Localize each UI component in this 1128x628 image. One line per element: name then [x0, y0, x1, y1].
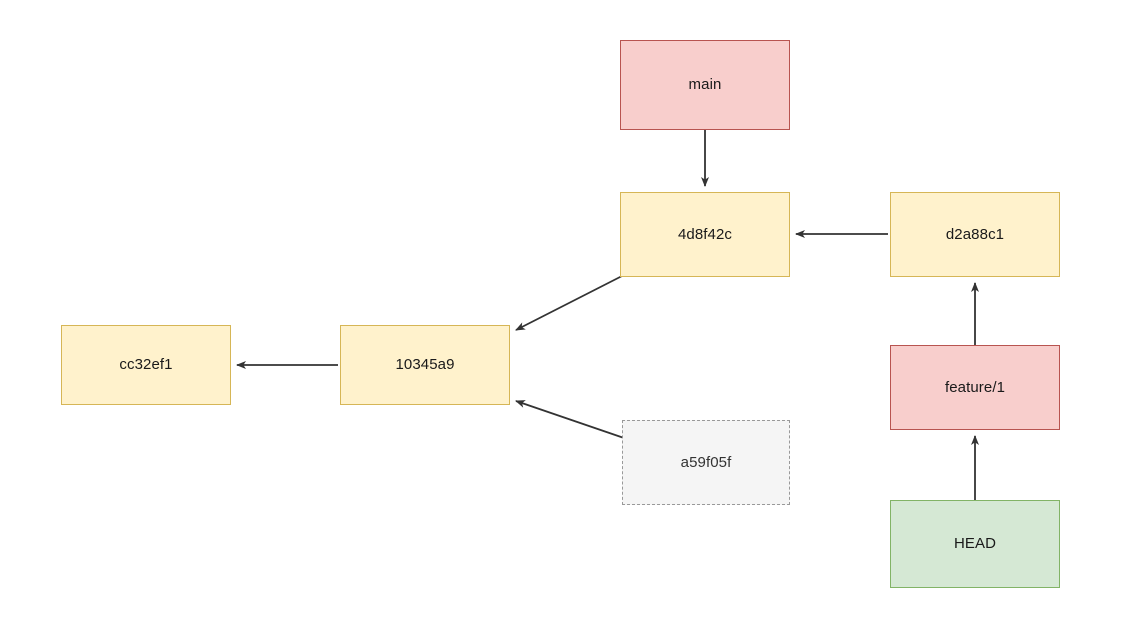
- node-main[interactable]: main: [620, 40, 790, 130]
- node-commit-10345a9-label: 10345a9: [395, 356, 455, 373]
- node-commit-10345a9[interactable]: 10345a9: [340, 325, 510, 405]
- node-head-label: HEAD: [953, 535, 997, 552]
- node-feature-1[interactable]: feature/1: [890, 345, 1060, 430]
- edge-a59f05f-to-10345a9: [515, 400, 625, 439]
- node-commit-d2a88c1-label: d2a88c1: [945, 225, 1005, 243]
- node-commit-4d8f42c-label: 4d8f42c: [677, 225, 733, 243]
- edge-4d8f42c-to-10345a9: [515, 275, 623, 331]
- node-commit-cc32ef1-label: cc32ef1: [119, 356, 173, 373]
- node-head[interactable]: HEAD: [890, 500, 1060, 588]
- node-commit-a59f05f[interactable]: a59f05f: [622, 420, 790, 505]
- node-commit-a59f05f-label: a59f05f: [680, 453, 732, 471]
- node-commit-4d8f42c[interactable]: 4d8f42c: [620, 192, 790, 277]
- node-main-label: main: [688, 76, 722, 93]
- node-commit-cc32ef1[interactable]: cc32ef1: [61, 325, 231, 405]
- node-feature-1-label: feature/1: [944, 378, 1006, 396]
- node-commit-d2a88c1[interactable]: d2a88c1: [890, 192, 1060, 277]
